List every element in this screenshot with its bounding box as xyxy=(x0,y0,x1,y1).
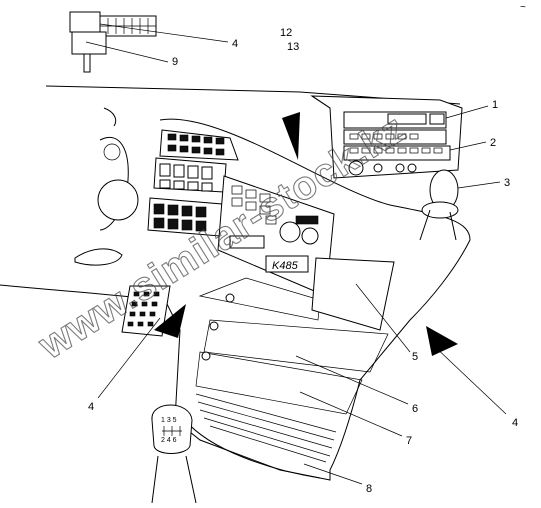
gear-knob-top-row: 1 3 5 xyxy=(161,417,177,424)
callout-5: 5 xyxy=(412,351,418,363)
view-arrow-12-13 xyxy=(282,112,300,160)
callout-4-left: 4 xyxy=(88,401,94,413)
floor-grille xyxy=(195,393,337,463)
view-arrow-4-left xyxy=(154,304,186,338)
gear-knob-bottom-row: 2 4 6 xyxy=(161,437,177,444)
switch-bank-middle xyxy=(153,157,227,193)
callout-1: 1 xyxy=(492,99,498,111)
compartment-7 xyxy=(195,351,363,415)
centre-control-panel: K485 xyxy=(217,175,335,297)
inset-switch xyxy=(69,11,157,73)
callout-3: 3 xyxy=(504,177,510,189)
gear-lever xyxy=(419,169,459,241)
instrument-cluster xyxy=(0,107,161,301)
view-arrow-4-right xyxy=(426,326,458,356)
leader-lines xyxy=(85,23,507,485)
display-readout: K485 xyxy=(272,260,299,272)
callout-6: 6 xyxy=(412,403,418,415)
callout-11: 9 xyxy=(172,56,178,68)
compartment-5 xyxy=(311,257,395,331)
callout-8: 8 xyxy=(366,483,372,495)
storage-compartments xyxy=(195,257,395,463)
switch-bank-upper xyxy=(159,129,239,161)
console-outline xyxy=(159,118,471,481)
callout-2: 2 xyxy=(490,137,496,149)
overhead-unit xyxy=(310,95,463,179)
gear-knob-inset: 1 3 5 2 4 6 xyxy=(151,404,197,504)
callout-7: 7 xyxy=(406,435,412,447)
callout-9: 4 xyxy=(232,38,238,50)
callout-13: 13 xyxy=(287,41,299,53)
pedal-plate xyxy=(121,285,171,337)
corner-mark: ~ xyxy=(520,2,526,13)
callout-4-right: 4 xyxy=(512,417,518,429)
switch-bank-lower xyxy=(147,197,223,237)
callout-12: 12 xyxy=(280,27,292,39)
compartment-6 xyxy=(203,319,389,373)
